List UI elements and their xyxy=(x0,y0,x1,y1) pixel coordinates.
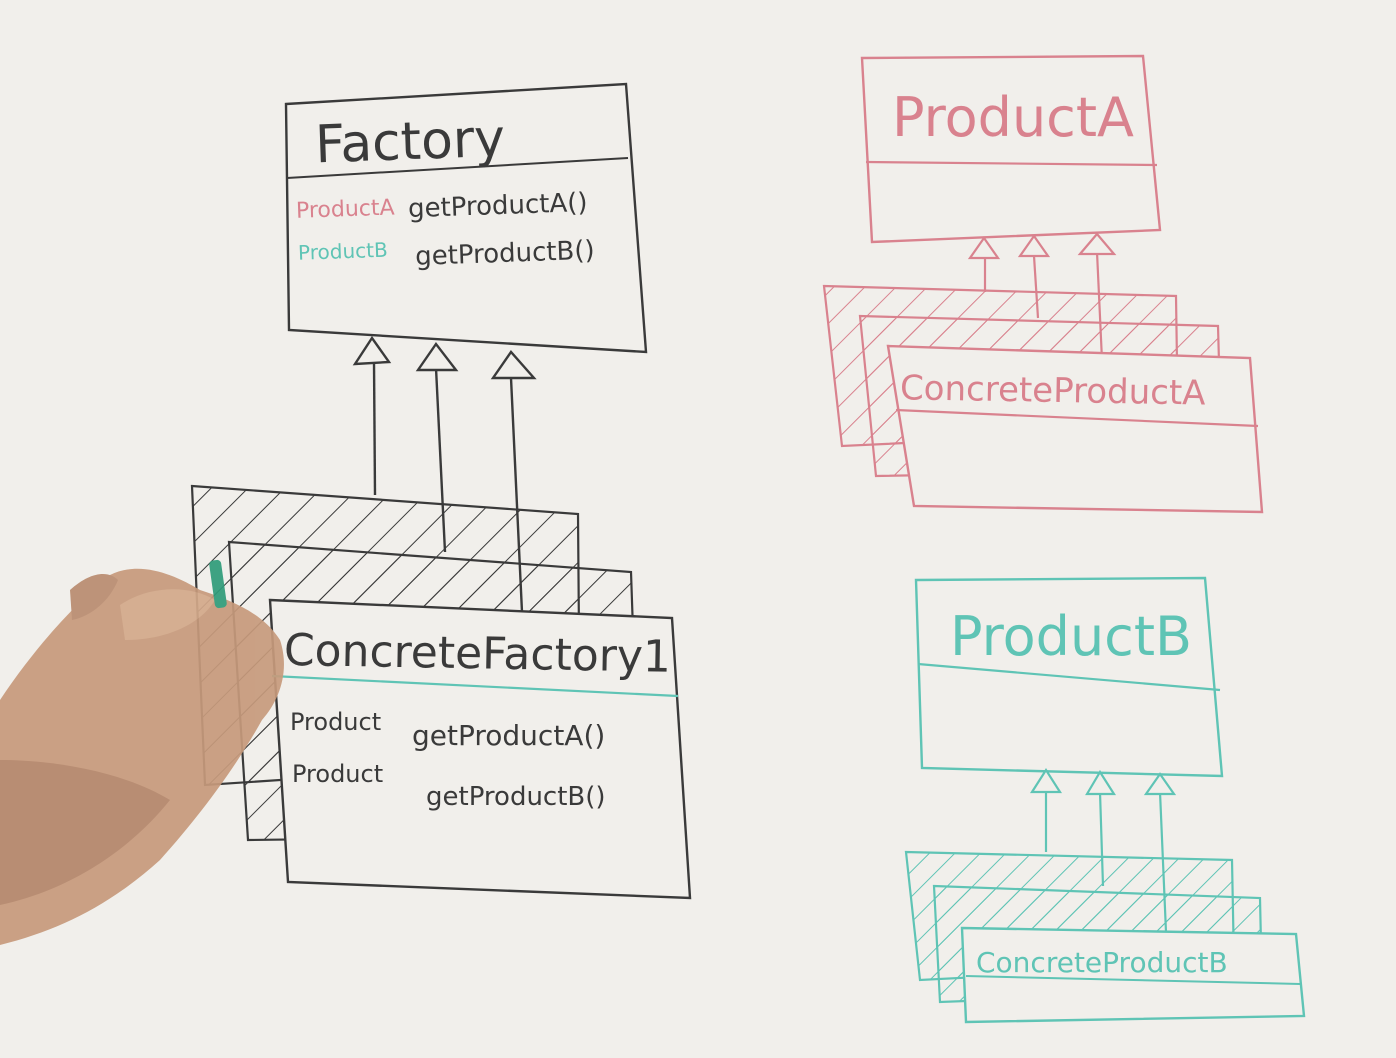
marker-icon xyxy=(209,559,227,609)
product-b-class: ProductB xyxy=(914,576,1224,778)
product-a-divider xyxy=(865,160,1158,167)
arrowhead-icon xyxy=(1077,232,1117,256)
product-b-title: ProductB xyxy=(950,605,1192,668)
concrete-product-a-title: ConcreteProductA xyxy=(900,368,1206,413)
concrete-factory-method-type-b: Product xyxy=(292,760,383,788)
arrowhead-icon xyxy=(352,335,392,366)
factory-title: Factory xyxy=(314,109,506,176)
arrowhead-icon xyxy=(415,341,459,372)
concrete-factory-method-name-a: getProductA() xyxy=(412,719,605,752)
concrete-product-b-box xyxy=(960,926,1306,1024)
concrete-product-a-box xyxy=(886,344,1264,514)
concrete-product-b-divider xyxy=(965,975,1301,985)
arrowhead-icon xyxy=(490,350,537,380)
product-a-title: ProductA xyxy=(892,86,1134,149)
arrowhead-icon xyxy=(1143,772,1177,796)
concrete-factory-title: ConcreteFactory1 xyxy=(284,625,672,683)
concrete-factory-stack: ConcreteFactory1 Product getProductA() P… xyxy=(190,484,692,900)
factory-method-name-b: getProductB() xyxy=(415,236,595,272)
arrowhead-icon xyxy=(1029,767,1063,794)
arrowhead-icon xyxy=(967,236,1001,260)
product-a-box xyxy=(860,54,1162,244)
factory-method-name-a: getProductA() xyxy=(408,188,588,224)
presenter-hand xyxy=(0,559,284,945)
concrete-factory-method-name-b: getProductB() xyxy=(426,782,606,812)
factory-method-type-b: ProductB xyxy=(298,238,388,265)
concrete-factory-box xyxy=(268,598,692,900)
factory-divider xyxy=(286,157,629,179)
concrete-factory-divider xyxy=(271,674,679,698)
factory-method-type-a: ProductA xyxy=(296,195,395,223)
product-b-divider xyxy=(917,662,1221,692)
concrete-product-a-stack: ConcreteProductA xyxy=(822,284,1264,514)
concrete-product-b-title: ConcreteProductB xyxy=(976,946,1228,979)
arrowhead-icon xyxy=(1085,769,1117,796)
concrete-product-b-stack: ConcreteProductB xyxy=(904,850,1306,1024)
factory-box xyxy=(284,82,648,354)
factory-class: Factory ProductA getProductA() ProductB … xyxy=(284,82,648,354)
arrowhead-icon xyxy=(1017,234,1051,258)
product-a-inheritance-arrows xyxy=(967,232,1117,361)
product-a-class: ProductA xyxy=(860,54,1162,244)
concrete-factory-method-type-a: Product xyxy=(290,708,381,736)
concrete-product-a-divider xyxy=(895,408,1259,428)
